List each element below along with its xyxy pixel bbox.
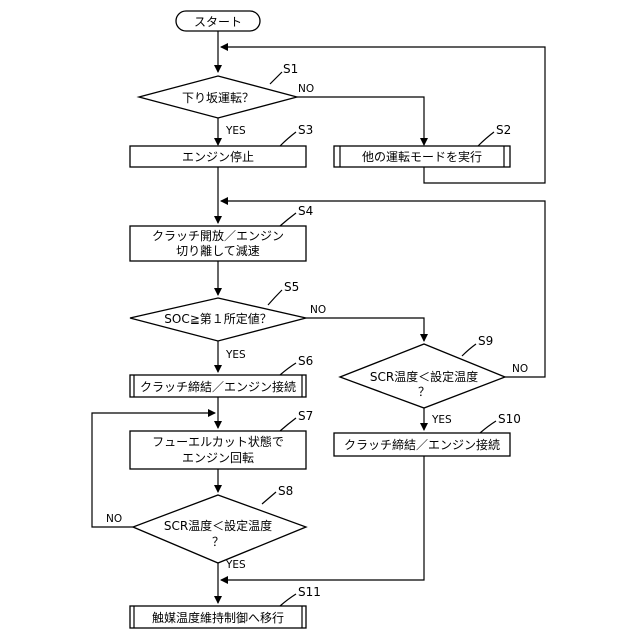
process-s7: フューエルカット状態で エンジン回転 S7 <box>130 409 313 469</box>
decision-s1: 下り坂運転？ S1 NO YES <box>139 62 314 137</box>
s9-step-label: S9 <box>478 334 493 348</box>
s5-step-label: S5 <box>284 280 299 294</box>
start-terminal: スタート <box>176 11 260 31</box>
s9-no-label: NO <box>512 363 528 375</box>
s9-text-line2: ？ <box>418 385 430 399</box>
process-s2: 他の運転モードを実行 S2 <box>334 123 511 167</box>
s5-yes-label: YES <box>225 349 246 361</box>
s4-step-label: S4 <box>298 204 313 218</box>
s2-text: 他の運転モードを実行 <box>362 149 482 164</box>
s8-text-line1: SCR温度＜設定温度 <box>164 518 272 533</box>
s2-step-label: S2 <box>496 123 511 137</box>
s3-text: エンジン停止 <box>182 149 254 164</box>
s11-text: 触媒温度維持制御へ移行 <box>152 610 284 625</box>
s5-no-label: NO <box>310 304 326 316</box>
s1-no-label: NO <box>298 83 314 95</box>
s9-text-line1: SCR温度＜設定温度 <box>370 369 478 384</box>
s1-step-label: S1 <box>283 62 298 76</box>
s10-step-label: S10 <box>498 412 521 426</box>
s8-no-label: NO <box>106 513 122 525</box>
s7-text-line1: フューエルカット状態で <box>152 434 284 449</box>
s8-yes-label: YES <box>225 559 246 571</box>
s7-text-line2: エンジン回転 <box>182 451 254 465</box>
s3-step-label: S3 <box>298 123 313 137</box>
process-s10: クラッチ締結／エンジン接続 S10 <box>334 412 521 456</box>
s4-text-line2: 切り離して減速 <box>176 243 260 258</box>
s1-text: 下り坂運転？ <box>182 91 254 105</box>
s9-yes-label: YES <box>431 414 452 426</box>
decision-s5: SOC≧第１所定値？ S5 NO YES <box>130 280 326 361</box>
s10-text: クラッチ締結／エンジン接続 <box>344 437 500 452</box>
s11-step-label: S11 <box>298 585 321 599</box>
decision-s8: SCR温度＜設定温度 ？ S8 NO YES <box>106 484 306 571</box>
s7-step-label: S7 <box>298 409 313 423</box>
process-s3: エンジン停止 S3 <box>130 123 313 167</box>
s4-text-line1: クラッチ開放／エンジン <box>152 228 284 243</box>
s6-step-label: S6 <box>298 354 313 368</box>
s5-text: SOC≧第１所定値？ <box>164 311 272 326</box>
start-label: スタート <box>194 15 242 29</box>
process-s11: 触媒温度維持制御へ移行 S11 <box>130 585 321 628</box>
s1-yes-label: YES <box>225 125 246 137</box>
process-s4: クラッチ開放／エンジン 切り離して減速 S4 <box>130 204 313 261</box>
process-s6: クラッチ締結／エンジン接続 S6 <box>130 354 313 397</box>
s8-text-line2: ？ <box>212 535 224 549</box>
s8-step-label: S8 <box>278 484 293 498</box>
s6-text: クラッチ締結／エンジン接続 <box>140 379 296 394</box>
